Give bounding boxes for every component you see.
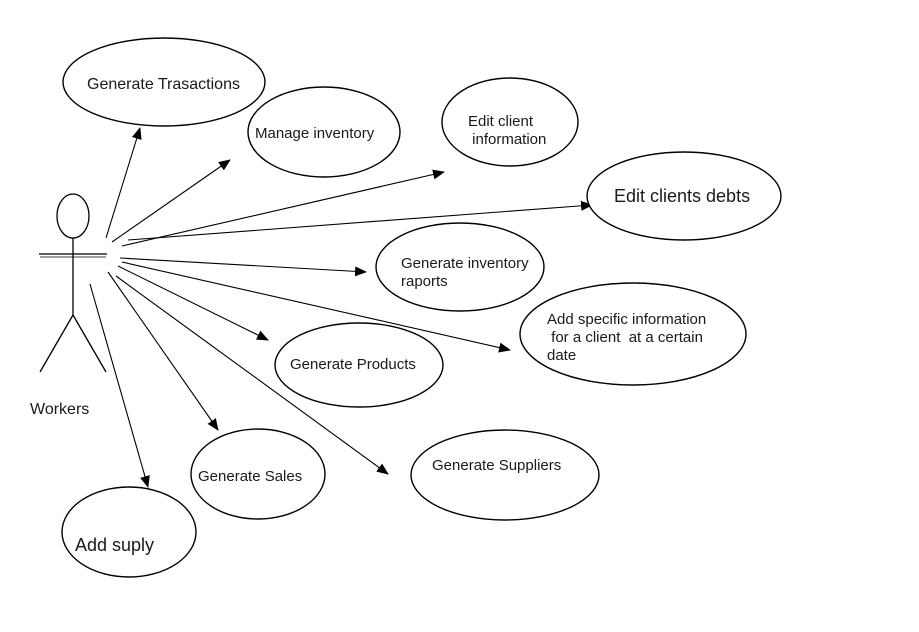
actor-head <box>56 193 90 239</box>
arrow-to-generate-sales <box>107 271 219 431</box>
use-case-add-specific-information[interactable]: Add specific information for a client at… <box>0 0 747 386</box>
arrow-to-generate-suppliers <box>115 275 389 475</box>
arrow-to-edit-clients-debts <box>127 200 593 241</box>
use-case-edit-clients-debts[interactable]: Edit clients debts <box>586 151 782 241</box>
use-case-generate-sales[interactable]: Generate Sales <box>190 428 326 520</box>
use-case-label: Manage inventory <box>255 125 375 142</box>
actor-workers[interactable]: Workers <box>30 193 107 418</box>
associations <box>89 127 593 488</box>
use-case-label: Generate Products <box>290 356 416 373</box>
use-case-edit-client-information[interactable]: Edit client information <box>0 0 579 167</box>
arrow-to-manage-inventory <box>111 159 231 243</box>
use-case-label: Add suply <box>75 535 154 555</box>
arrow-to-generate-inventory-raports <box>119 257 367 277</box>
arrow-to-generate-products <box>117 265 269 341</box>
actor-label: Workers <box>30 401 89 418</box>
use-case-label: Generate Sales <box>198 468 302 485</box>
arrow-to-edit-client-information <box>121 169 445 247</box>
actor-left-leg <box>39 314 74 373</box>
arrow-to-add-suply <box>89 283 150 488</box>
use-case-generate-products[interactable]: Generate Products <box>274 322 444 408</box>
use-case-manage-inventory[interactable]: Manage inventory <box>247 86 401 178</box>
use-case-label: Generate Trasactions <box>87 76 240 93</box>
arrow-to-add-specific-information <box>121 261 511 353</box>
use-case-generate-suppliers[interactable]: Generate Suppliers <box>410 429 600 521</box>
use-case-add-suply[interactable]: Add suply <box>61 486 197 578</box>
arrow-to-generate-trasactions <box>105 127 142 239</box>
use-case-generate-trasactions[interactable]: Generate Trasactions <box>62 37 266 127</box>
use-case-label: Edit clients debts <box>614 186 750 206</box>
use-case-label: Add specific information for a client at… <box>0 0 735 364</box>
use-case-label: Generate Suppliers <box>432 457 561 474</box>
use-case-label: Generate inventory raports <box>401 255 533 290</box>
actor-right-leg <box>72 314 107 373</box>
use-case-generate-inventory-raports[interactable]: Generate inventory raports <box>375 222 545 312</box>
use-case-label: Edit client information <box>0 0 567 148</box>
